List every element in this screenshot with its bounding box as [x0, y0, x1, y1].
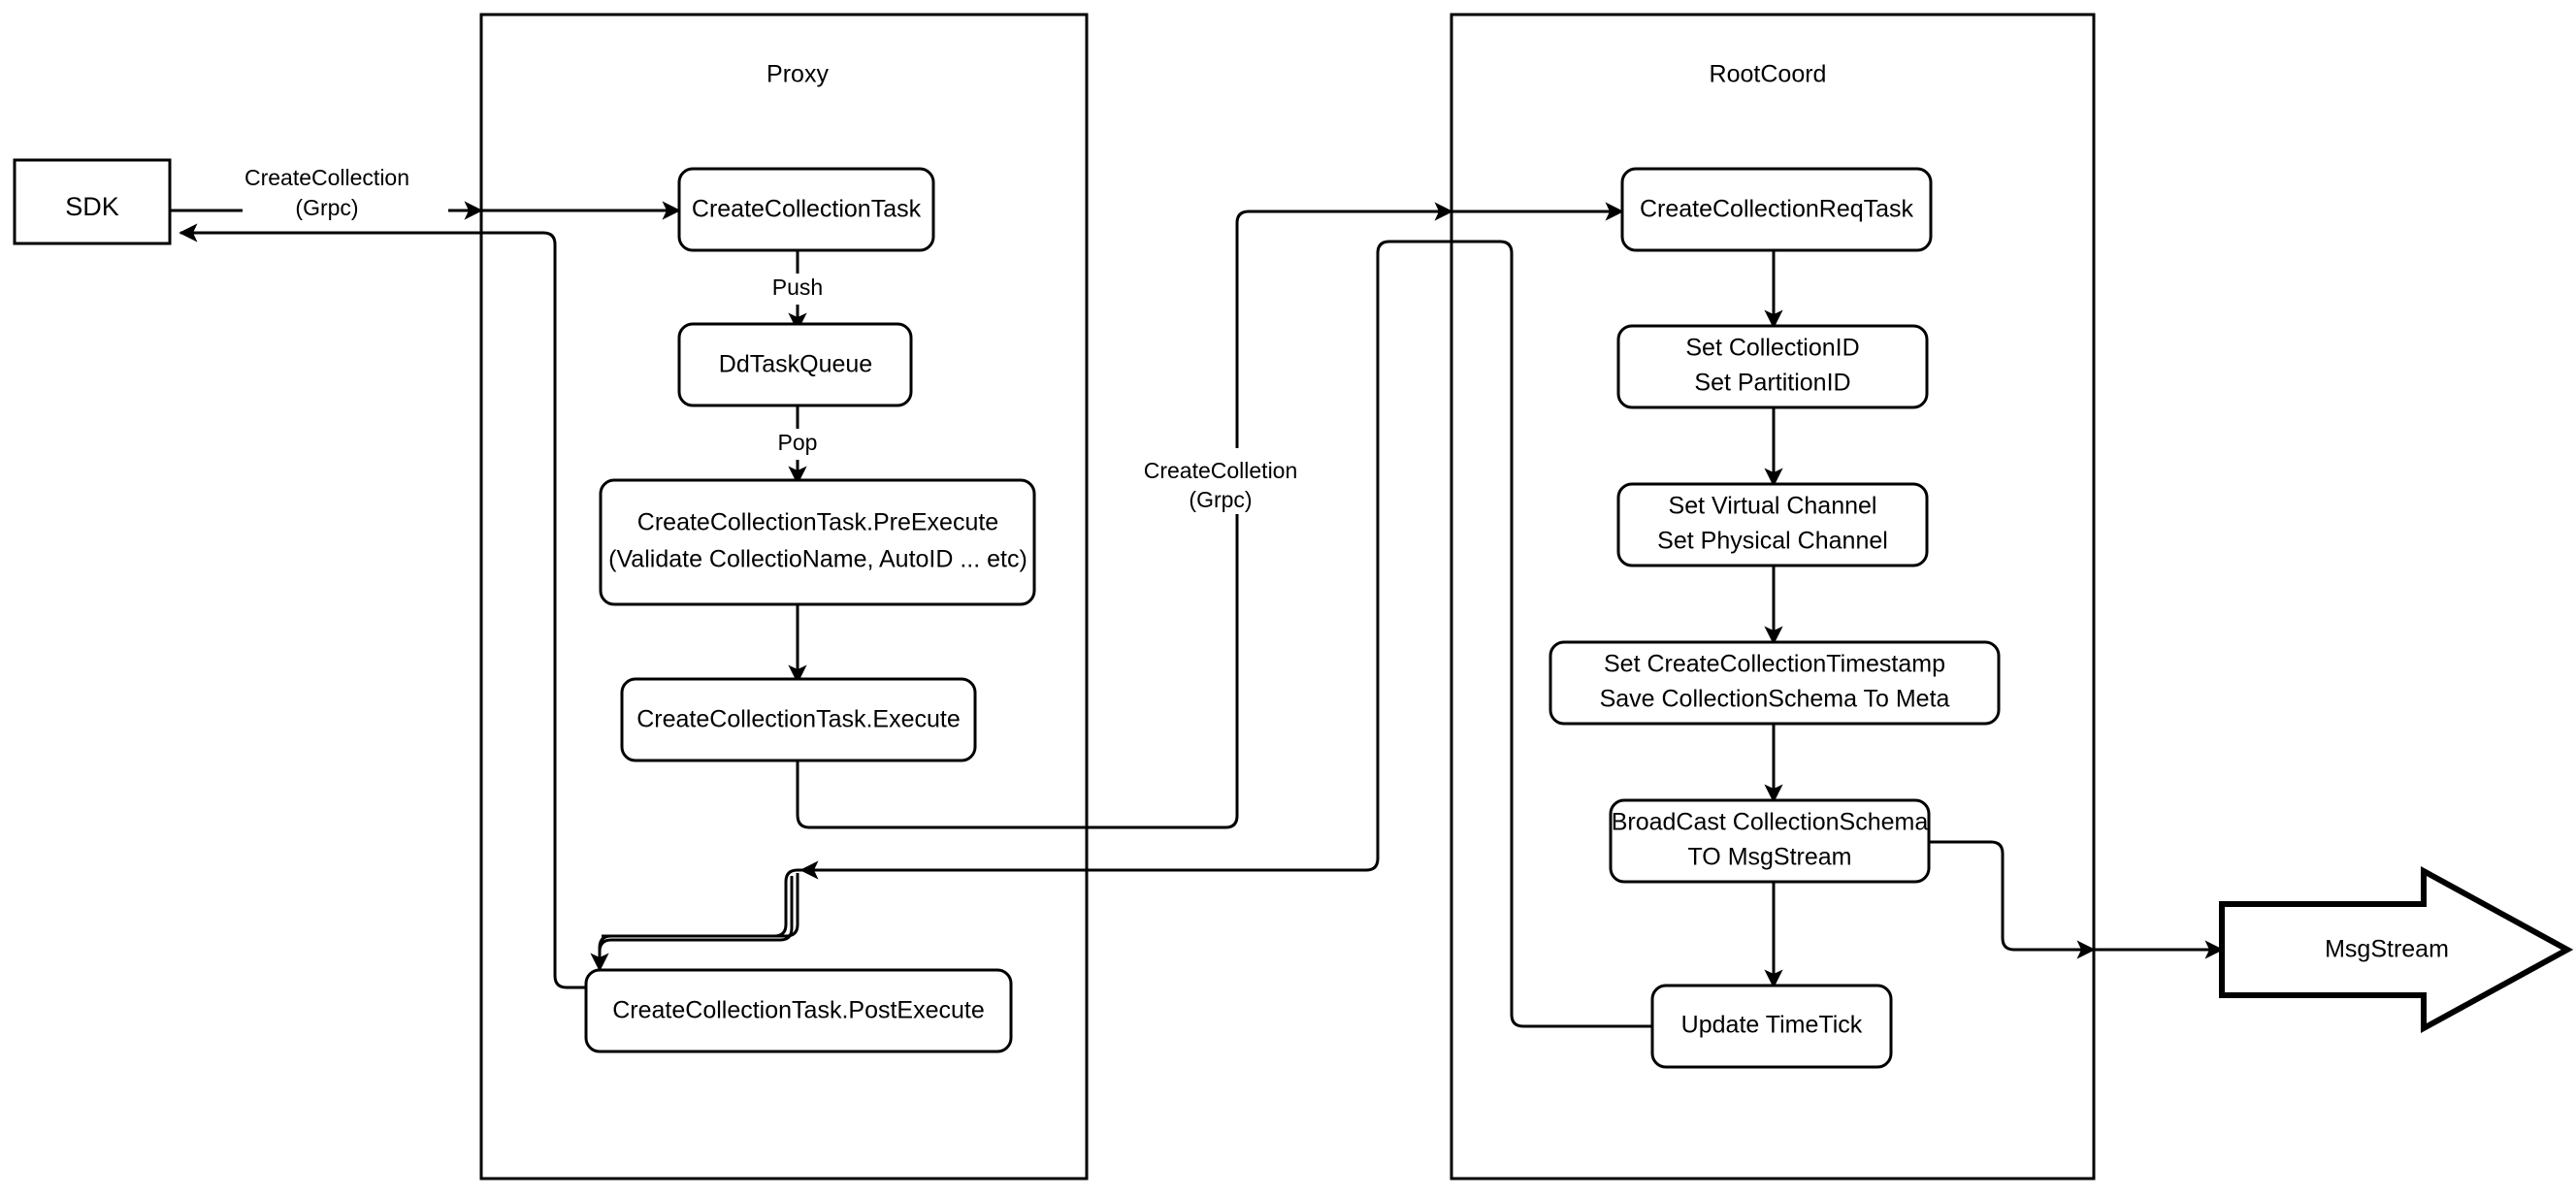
- edge-broadcast-to-msgstream-a: [1929, 840, 2096, 959]
- save-meta-rect: [1549, 640, 2001, 726]
- create-collection-req-task-rect: [1620, 167, 1933, 252]
- node-execute[interactable]: CreateCollectionTask.Execute: [620, 677, 977, 762]
- save-meta-label-line2: Save CollectionSchema To Meta: [1600, 686, 1950, 713]
- update-timetick-label: Update TimeTick: [1681, 1012, 1863, 1039]
- edge-label-push-bg: [757, 274, 838, 305]
- msgstream-node[interactable]: MsgStream: [2219, 865, 2574, 1034]
- set-channels-label-line1: Set Virtual Channel: [1669, 493, 1877, 520]
- sdk-rect: [13, 158, 172, 245]
- pre-execute-rect: [599, 478, 1036, 606]
- edge-label-createcollection-line1: CreateCollection: [245, 165, 409, 190]
- pre-execute-label-line2: (Validate CollectioName, AutoID ... etc): [608, 546, 1027, 573]
- sdk-label: SDK: [65, 192, 119, 221]
- edge-timetick-to-rootcoord-exit: [1451, 240, 1652, 1028]
- proxy-container-label: Proxy: [766, 61, 829, 88]
- edge-label-pop: Pop: [763, 429, 832, 460]
- dd-task-queue-label: DdTaskQueue: [719, 351, 872, 378]
- set-ids-label-line2: Set PartitionID: [1694, 370, 1850, 397]
- post-execute-label: CreateCollectionTask.PostExecute: [612, 997, 985, 1024]
- dd-task-queue-rect: [677, 322, 913, 407]
- sdk-node[interactable]: SDK: [13, 158, 172, 245]
- node-create-collection-req-task[interactable]: CreateCollectionReqTask: [1620, 167, 1933, 252]
- edge-label-createcolletion-line1: CreateColletion: [1144, 458, 1298, 483]
- rootcoord-container-label: RootCoord: [1710, 61, 1827, 88]
- edge-to-postexecute: [590, 876, 799, 972]
- execute-rect: [620, 677, 977, 762]
- edge-label-push-text: Push: [772, 275, 823, 300]
- node-save-meta[interactable]: Set CreateCollectionTimestamp Save Colle…: [1549, 640, 2001, 726]
- edge-label-proxy-to-rootcoord: CreateColletion (Grpc): [1137, 448, 1337, 514]
- node-update-timetick[interactable]: Update TimeTick: [1650, 984, 1893, 1069]
- create-collection-task-rect: [677, 167, 935, 252]
- node-set-ids[interactable]: Set CollectionID Set PartitionID: [1616, 324, 1929, 409]
- edge-label-createcollection-line2: (Grpc): [295, 195, 358, 220]
- set-ids-label-line1: Set CollectionID: [1685, 335, 1859, 362]
- node-broadcast[interactable]: BroadCast CollectionSchema TO MsgStream: [1609, 798, 1931, 884]
- broadcast-rect: [1609, 798, 1931, 884]
- edge-label-createcolletion-line2: (Grpc): [1189, 487, 1252, 512]
- pre-execute-label-line1: CreateCollectionTask.PreExecute: [637, 509, 998, 536]
- edge-label-grpc-bg: [1137, 448, 1337, 514]
- broadcast-label-line2: TO MsgStream: [1687, 844, 1851, 871]
- node-pre-execute[interactable]: CreateCollectionTask.PreExecute (Validat…: [599, 478, 1036, 606]
- edge-label-sdk-bg: [243, 163, 448, 227]
- node-create-collection-task[interactable]: CreateCollectionTask: [677, 167, 935, 252]
- edge-label-pop-text: Pop: [778, 430, 818, 455]
- create-collection-req-task-label: CreateCollectionReqTask: [1640, 196, 1914, 223]
- set-ids-rect: [1616, 324, 1929, 409]
- broadcast-label-line1: BroadCast CollectionSchema: [1612, 809, 1929, 836]
- node-set-channels[interactable]: Set Virtual Channel Set Physical Channel: [1616, 482, 1929, 567]
- create-collection-task-label: CreateCollectionTask: [692, 196, 922, 223]
- node-dd-task-queue[interactable]: DdTaskQueue: [677, 322, 913, 407]
- msgstream-label: MsgStream: [2325, 936, 2449, 963]
- node-post-execute[interactable]: CreateCollectionTask.PostExecute: [584, 968, 1013, 1053]
- execute-label: CreateCollectionTask.Execute: [636, 706, 961, 733]
- set-channels-rect: [1616, 482, 1929, 567]
- edge-rootcoord-to-proxy: [799, 240, 1451, 880]
- edge-label-pop-bg: [763, 429, 832, 460]
- save-meta-label-line1: Set CreateCollectionTimestamp: [1604, 651, 1945, 678]
- edge-execute-to-rootcoord-a: [796, 758, 1211, 829]
- update-timetick-rect: [1650, 984, 1893, 1069]
- edge-execute-to-rootcoord-b: [1211, 202, 1453, 829]
- edge-postexecute-to-sdk: [179, 223, 586, 989]
- set-channels-label-line2: Set Physical Channel: [1657, 528, 1888, 555]
- edge-label-push: Push: [757, 274, 838, 305]
- post-execute-rect: [584, 968, 1013, 1053]
- edge-label-sdk-to-proxy: CreateCollection (Grpc): [243, 163, 448, 227]
- msgstream-arrow-shape: [2219, 865, 2574, 1034]
